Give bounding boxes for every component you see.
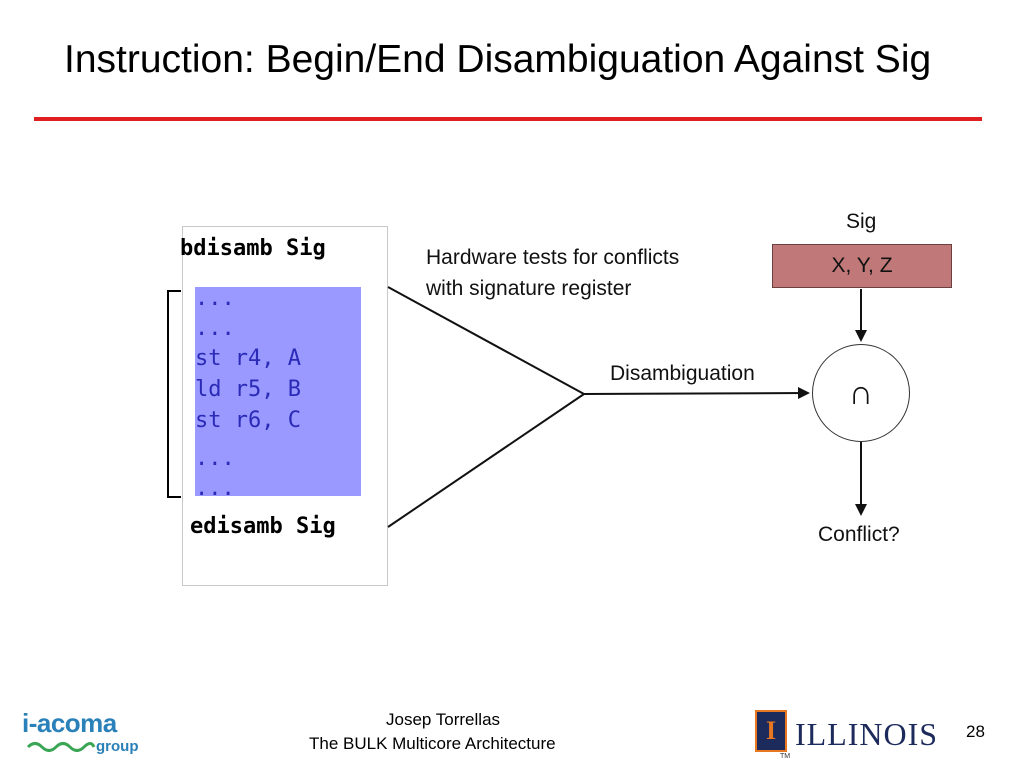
i-acoma-wave-icon [26,742,96,752]
illinois-wordmark: ILLINOIS [795,716,939,752]
code-line: st r4, A [195,346,301,371]
code-line: ... [195,286,235,311]
code-line: ... [195,316,235,341]
page-number: 28 [966,722,985,741]
title-divider [34,117,982,121]
code-line: ... [195,446,235,471]
end-connector-line [387,393,585,528]
begin-connector-line [387,286,585,395]
code-line: st r6, C [195,408,301,433]
code-begin-instruction: bdisamb Sig [180,236,326,261]
code-line: ... [195,476,235,501]
disambiguation-label: Disambiguation [610,362,755,385]
hardware-note-line2: with signature register [426,277,632,300]
sig-contents: X, Y, Z [831,254,893,277]
code-end-instruction: edisamb Sig [190,514,336,539]
footer-author: Josep Torrellas [386,710,501,729]
disambiguation-arrow [583,387,810,400]
hardware-note-line1: Hardware tests for conflicts [426,246,680,269]
illinois-trademark: TM [780,753,791,760]
illinois-block-i-icon: I [755,710,787,752]
intersection-operator: ∩ [812,344,910,442]
conflict-label: Conflict? [818,523,900,546]
i-acoma-logo-group: group [96,738,139,755]
code-highlight-region [195,287,361,496]
intersection-symbol: ∩ [848,373,874,412]
code-line: ld r5, B [195,377,301,402]
sig-label: Sig [846,210,877,233]
footer-talk-title: The BULK Multicore Architecture [309,734,556,753]
slide-title: Instruction: Begin/End Disambiguation Ag… [64,38,932,81]
signature-register-box: X, Y, Z [772,244,952,288]
code-region-bracket [167,290,181,498]
i-acoma-logo: i-acoma [22,708,117,738]
